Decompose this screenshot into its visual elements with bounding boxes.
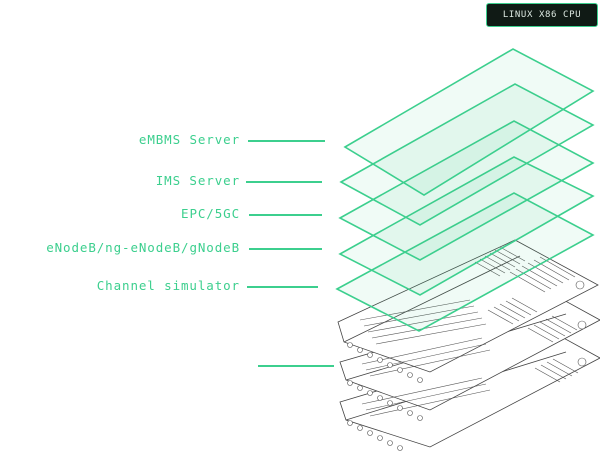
- layer-panel-epc: [338, 120, 595, 261]
- layer-label-enodeb: eNodeB/ng-eNodeB/gNodeB: [46, 240, 240, 255]
- platform-badge-label: LINUX X86 CPU: [502, 10, 582, 20]
- layer-label-embms: eMBMS Server: [138, 132, 240, 147]
- layer-label-ims: IMS Server: [155, 173, 240, 188]
- platform-badge: LINUX X86 CPU: [486, 3, 598, 27]
- layer-label-channel: Channel simulator: [96, 278, 240, 293]
- layer-panel-embms: [343, 48, 595, 196]
- layer-panels: [335, 48, 595, 332]
- layer-panel-channel: [335, 192, 595, 332]
- hardware-server-icon: [337, 239, 600, 451]
- layer-panel-enodeb: [338, 156, 595, 296]
- layer-label-epc: EPC/5GC: [181, 206, 240, 221]
- layer-panel-ims: [339, 83, 595, 226]
